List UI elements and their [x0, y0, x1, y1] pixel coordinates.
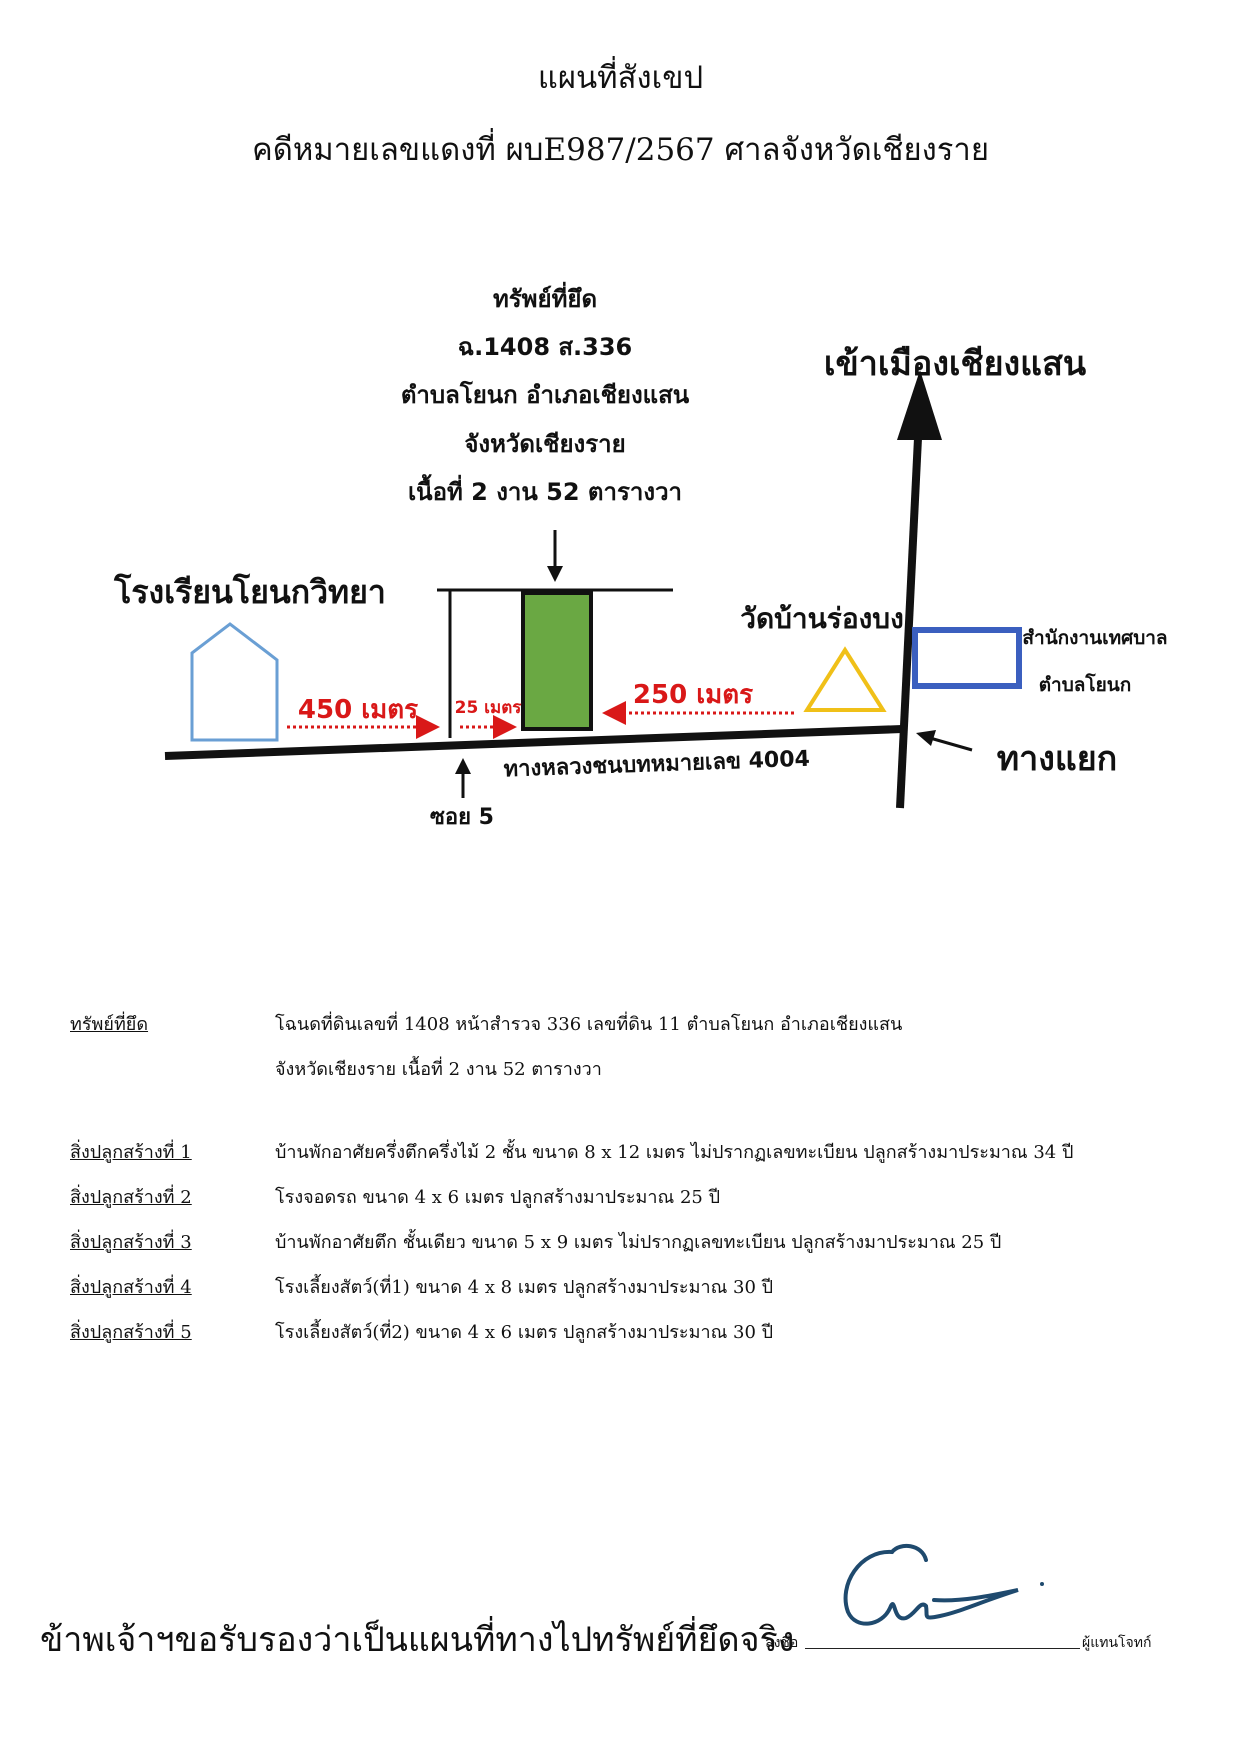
main-road: [164, 725, 903, 760]
building-desc: โรงจอดรถ ขนาด 4 x 6 เมตร ปลูกสร้างมาประม…: [275, 1187, 720, 1208]
to-town-label: เข้าเมืองเชียงแสน: [824, 344, 1086, 384]
building-label: สิ่งปลูกสร้างที่ 5: [70, 1322, 192, 1343]
soi-label: ซอย 5: [430, 805, 494, 830]
asset-line-2: จังหวัดเชียงราย เนื้อที่ 2 งาน 52 ตารางว…: [275, 1059, 602, 1080]
school-house-icon: [190, 622, 279, 742]
certification-statement: ข้าพเจ้าฯขอรับรองว่าเป็นแผนที่ทางไปทรัพย…: [40, 1620, 795, 1660]
sketch-map: ทรัพย์ที่ยึด ฉ.1408 ส.336 ตำบลโยนก อำเภอ…: [113, 281, 1167, 830]
plot-pointer-arrow: [547, 530, 563, 582]
seized-province: จังหวัดเชียงราย: [464, 430, 625, 458]
temple-triangle-icon: [803, 646, 887, 712]
soi-pointer-arrow: [455, 758, 471, 798]
office-label-line1: สำนักงานเทศบาล: [1022, 627, 1167, 649]
signature-mark: [843, 1543, 1044, 1626]
junction-label: ทางแยก: [997, 739, 1118, 779]
to-town-arrow-icon: [897, 370, 942, 440]
signature-line: [805, 1648, 1080, 1649]
building-label: สิ่งปลูกสร้างที่ 2: [70, 1187, 192, 1208]
document-title: แผนที่สังเขป: [537, 60, 704, 96]
building-desc: บ้านพักอาศัยครึ่งตึกครึ่งไม้ 2 ชั้น ขนาด…: [275, 1142, 1074, 1163]
seized-deed: ฉ.1408 ส.336: [458, 333, 632, 361]
office-building-icon: [912, 627, 1022, 689]
building-desc: บ้านพักอาศัยตึก ชั้นเดียว ขนาด 5 x 9 เมต…: [275, 1232, 1002, 1253]
building-desc: โรงเลี้ยงสัตว์(ที่2) ขนาด 4 x 6 เมตร ปลู…: [275, 1322, 774, 1343]
seized-plot: [521, 591, 593, 731]
building-label: สิ่งปลูกสร้างที่ 3: [70, 1232, 192, 1253]
seized-title: ทรัพย์ที่ยึด: [493, 281, 597, 313]
signature-role: ผู้แทนโจทก์: [1082, 1635, 1152, 1651]
signature-label: ลงชื่อ: [765, 1635, 799, 1651]
seized-location: ตำบลโยนก อำเภอเชียงแสน: [401, 380, 690, 409]
seized-area: เนื้อที่ 2 งาน 52 ตารางวา: [408, 473, 682, 506]
case-number: คดีหมายเลขแดงที่ ผบE987/2567 ศาลจังหวัดเ…: [252, 132, 989, 168]
school-label: โรงเรียนโยนกวิทยา: [113, 573, 386, 611]
building-desc: โรงเลี้ยงสัตว์(ที่1) ขนาด 4 x 8 เมตร ปลู…: [275, 1277, 774, 1298]
distance-250-label: 250 เมตร: [633, 680, 753, 710]
distance-25-label: 25 เมตร: [455, 698, 523, 718]
junction-arrow-icon: [916, 730, 973, 752]
town-road: [896, 437, 922, 809]
temple-label: วัดบ้านร่องบง: [740, 602, 904, 635]
road-label: ทางหลวงชนบทหมายเลข 4004: [503, 747, 810, 783]
distance-450-label: 450 เมตร: [298, 695, 418, 725]
building-label: สิ่งปลูกสร้างที่ 1: [70, 1142, 192, 1163]
building-label: สิ่งปลูกสร้างที่ 4: [70, 1277, 192, 1298]
office-label-line2: ตำบลโยนก: [1039, 673, 1132, 696]
asset-line-1: โฉนดที่ดินเลขที่ 1408 หน้าสำรวจ 336 เลขท…: [275, 1014, 903, 1035]
asset-label: ทรัพย์ที่ยึด: [70, 1014, 149, 1035]
